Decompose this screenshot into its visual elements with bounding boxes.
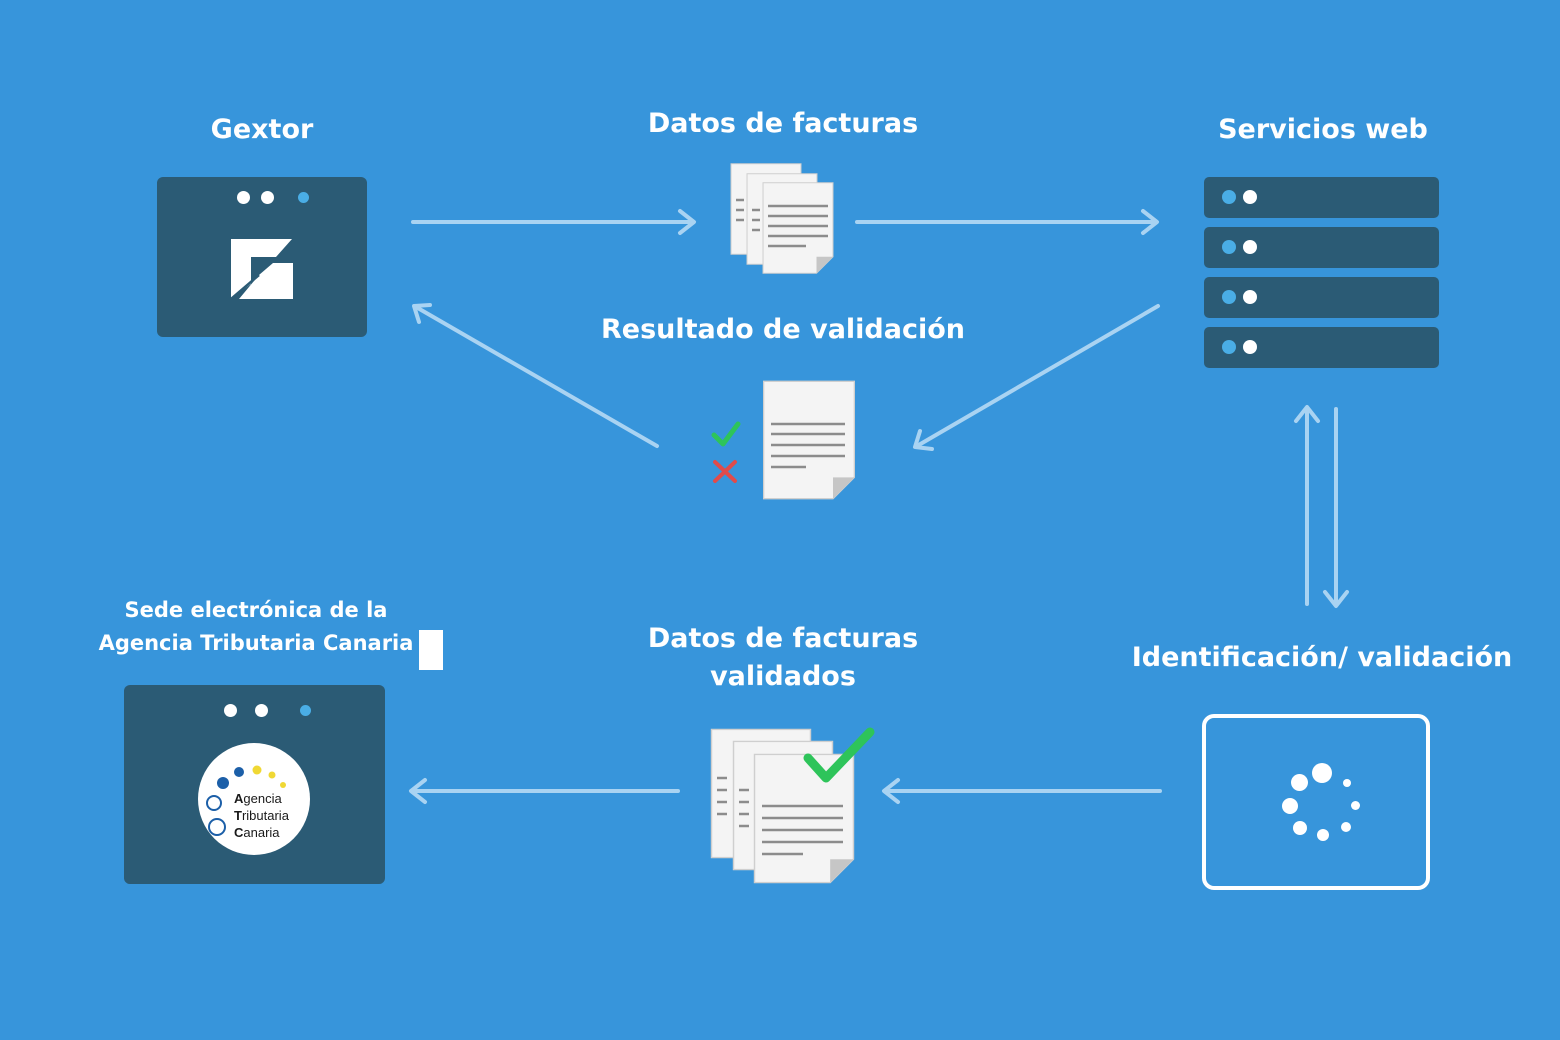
document-stack-icon (730, 163, 834, 274)
resultado-validacion-label: Resultado de validación (601, 314, 965, 345)
window-dot-blue (300, 705, 311, 716)
datos-validados-line2: validados (710, 661, 856, 692)
window-dot (261, 191, 274, 204)
spinner-dot (1282, 798, 1298, 814)
arrow-datos-to-servicios (855, 209, 1159, 235)
validated-check-icon (803, 727, 875, 783)
window-dot (237, 191, 250, 204)
server-unit (1204, 227, 1439, 268)
window-dot (255, 704, 268, 717)
server-led-white (1243, 340, 1257, 354)
sede-window: Agencia Tributaria Canaria (124, 685, 385, 884)
gextor-logo-icon (230, 239, 293, 300)
check-icon (711, 421, 741, 447)
spinner-dot (1317, 829, 1329, 841)
server-led-white (1243, 190, 1257, 204)
server-led-white (1243, 290, 1257, 304)
logo-text: Agencia Tributaria Canaria (234, 791, 289, 840)
window-dot (224, 704, 237, 717)
identificacion-frame (1202, 714, 1430, 890)
server-led-white (1243, 240, 1257, 254)
sede-label-line2: Agencia Tributaria Canaria (98, 631, 414, 655)
server-led-blue (1222, 340, 1236, 354)
agencia-tributaria-logo: Agencia Tributaria Canaria (198, 743, 310, 855)
spinner-dot (1343, 779, 1351, 787)
arrow-resultado-to-gextor (412, 303, 659, 448)
sede-electronica-label: Sede electrónica de la Agencia Tributari… (86, 594, 426, 660)
server-unit (1204, 277, 1439, 318)
server-led-blue (1222, 240, 1236, 254)
server-unit (1204, 177, 1439, 218)
arrow-servicios-to-identificacion (1323, 407, 1349, 608)
arrow-gextor-to-datos (411, 209, 696, 235)
spinner-dot (1351, 801, 1360, 810)
server-led-blue (1222, 190, 1236, 204)
datos-facturas-label: Datos de facturas (647, 108, 919, 139)
white-marker (419, 630, 443, 670)
spinner-dot (1291, 774, 1308, 791)
server-led-blue (1222, 290, 1236, 304)
arrow-validados-to-sede (409, 778, 680, 804)
result-document-icon (762, 380, 856, 500)
servicios-web-label: Servicios web (1218, 114, 1428, 145)
window-dot-blue (298, 192, 309, 203)
spinner-dot (1312, 763, 1332, 783)
spinner-dot (1341, 822, 1351, 832)
validated-documents-icon (710, 728, 855, 884)
server-unit (1204, 327, 1439, 368)
server-icon (1204, 177, 1439, 371)
identificacion-label: Identificación/ validación (1131, 642, 1513, 673)
arrow-identificacion-to-servicios (1294, 405, 1320, 606)
datos-validados-label: Datos de facturas validados (600, 620, 966, 696)
arrow-servicios-to-resultado (913, 304, 1160, 451)
spinner-dot (1293, 821, 1307, 835)
gextor-window (157, 177, 367, 337)
datos-validados-line1: Datos de facturas (647, 623, 919, 654)
sede-label-line1: Sede electrónica de la (124, 598, 388, 622)
logo-dots-icon (206, 765, 286, 836)
arrow-identificacion-to-validados (882, 778, 1162, 804)
cross-icon (713, 460, 737, 483)
gextor-label: Gextor (210, 114, 314, 145)
